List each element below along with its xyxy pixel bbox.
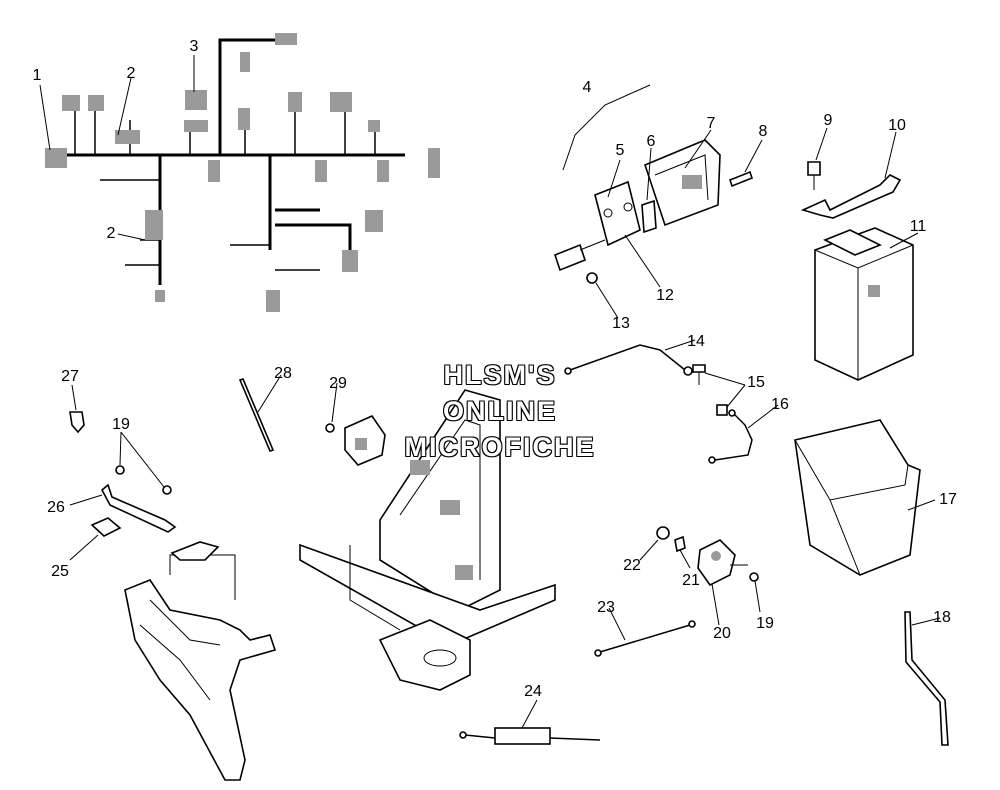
- callout-5: 5: [616, 142, 625, 159]
- callout-2: 2: [127, 65, 136, 82]
- battery[interactable]: [814, 227, 914, 381]
- watermark-line-2: ONLINE: [442, 396, 557, 426]
- callout-22: 22: [623, 557, 641, 574]
- battery-box[interactable]: [794, 419, 921, 576]
- callout-16: 16: [771, 396, 789, 413]
- callout-23: 23: [597, 599, 615, 616]
- callout-28: 28: [274, 365, 292, 382]
- wiring-harness[interactable]: [45, 33, 440, 312]
- ground-cables[interactable]: [459, 620, 696, 745]
- callout-8: 8: [759, 123, 768, 140]
- battery-hold-down[interactable]: [800, 161, 902, 219]
- watermark-line-1: HLSM'S: [443, 360, 557, 390]
- callout-labels: 1 2 2 3 4 5 6 7 8 9 10 11 12 13 14 15 16…: [33, 38, 957, 700]
- watermark-line-3: MICROFICHE: [404, 432, 596, 462]
- callout-11: 11: [910, 218, 927, 235]
- screws[interactable]: [69, 411, 172, 495]
- callout-25: 25: [51, 563, 69, 580]
- taillight-assembly[interactable]: [554, 84, 753, 284]
- leader-lines: [39, 55, 941, 729]
- callout-20: 20: [713, 625, 731, 642]
- callout-17: 17: [939, 491, 957, 508]
- starter-solenoid[interactable]: [656, 526, 759, 587]
- callout-27: 27: [61, 368, 79, 385]
- callout-19: 19: [756, 615, 774, 632]
- callout-7: 7: [707, 115, 716, 132]
- callout-10: 10: [888, 117, 906, 134]
- frame-assembly[interactable]: [299, 389, 556, 691]
- relay-holder[interactable]: [325, 414, 386, 466]
- front-bumper[interactable]: [124, 554, 277, 781]
- callout-3: 3: [190, 38, 199, 55]
- mounting-bracket[interactable]: [90, 483, 220, 561]
- callout-15: 15: [747, 374, 765, 391]
- callout-21: 21: [682, 572, 700, 589]
- callout-26: 26: [47, 499, 65, 516]
- callout-29: 29: [329, 375, 347, 392]
- cable-tie[interactable]: [238, 378, 275, 452]
- battery-cables[interactable]: [564, 344, 753, 464]
- rod[interactable]: [904, 611, 949, 746]
- callout-4: 4: [583, 79, 592, 96]
- callout-14: 14: [687, 333, 705, 350]
- callout-1: 1: [33, 67, 42, 84]
- callout-2: 2: [107, 225, 116, 242]
- callout-6: 6: [647, 133, 656, 150]
- callout-19: 19: [112, 416, 130, 433]
- callout-9: 9: [824, 112, 833, 129]
- callout-18: 18: [933, 609, 951, 626]
- callout-13: 13: [612, 315, 630, 332]
- callout-12: 12: [656, 287, 674, 304]
- callout-24: 24: [524, 683, 542, 700]
